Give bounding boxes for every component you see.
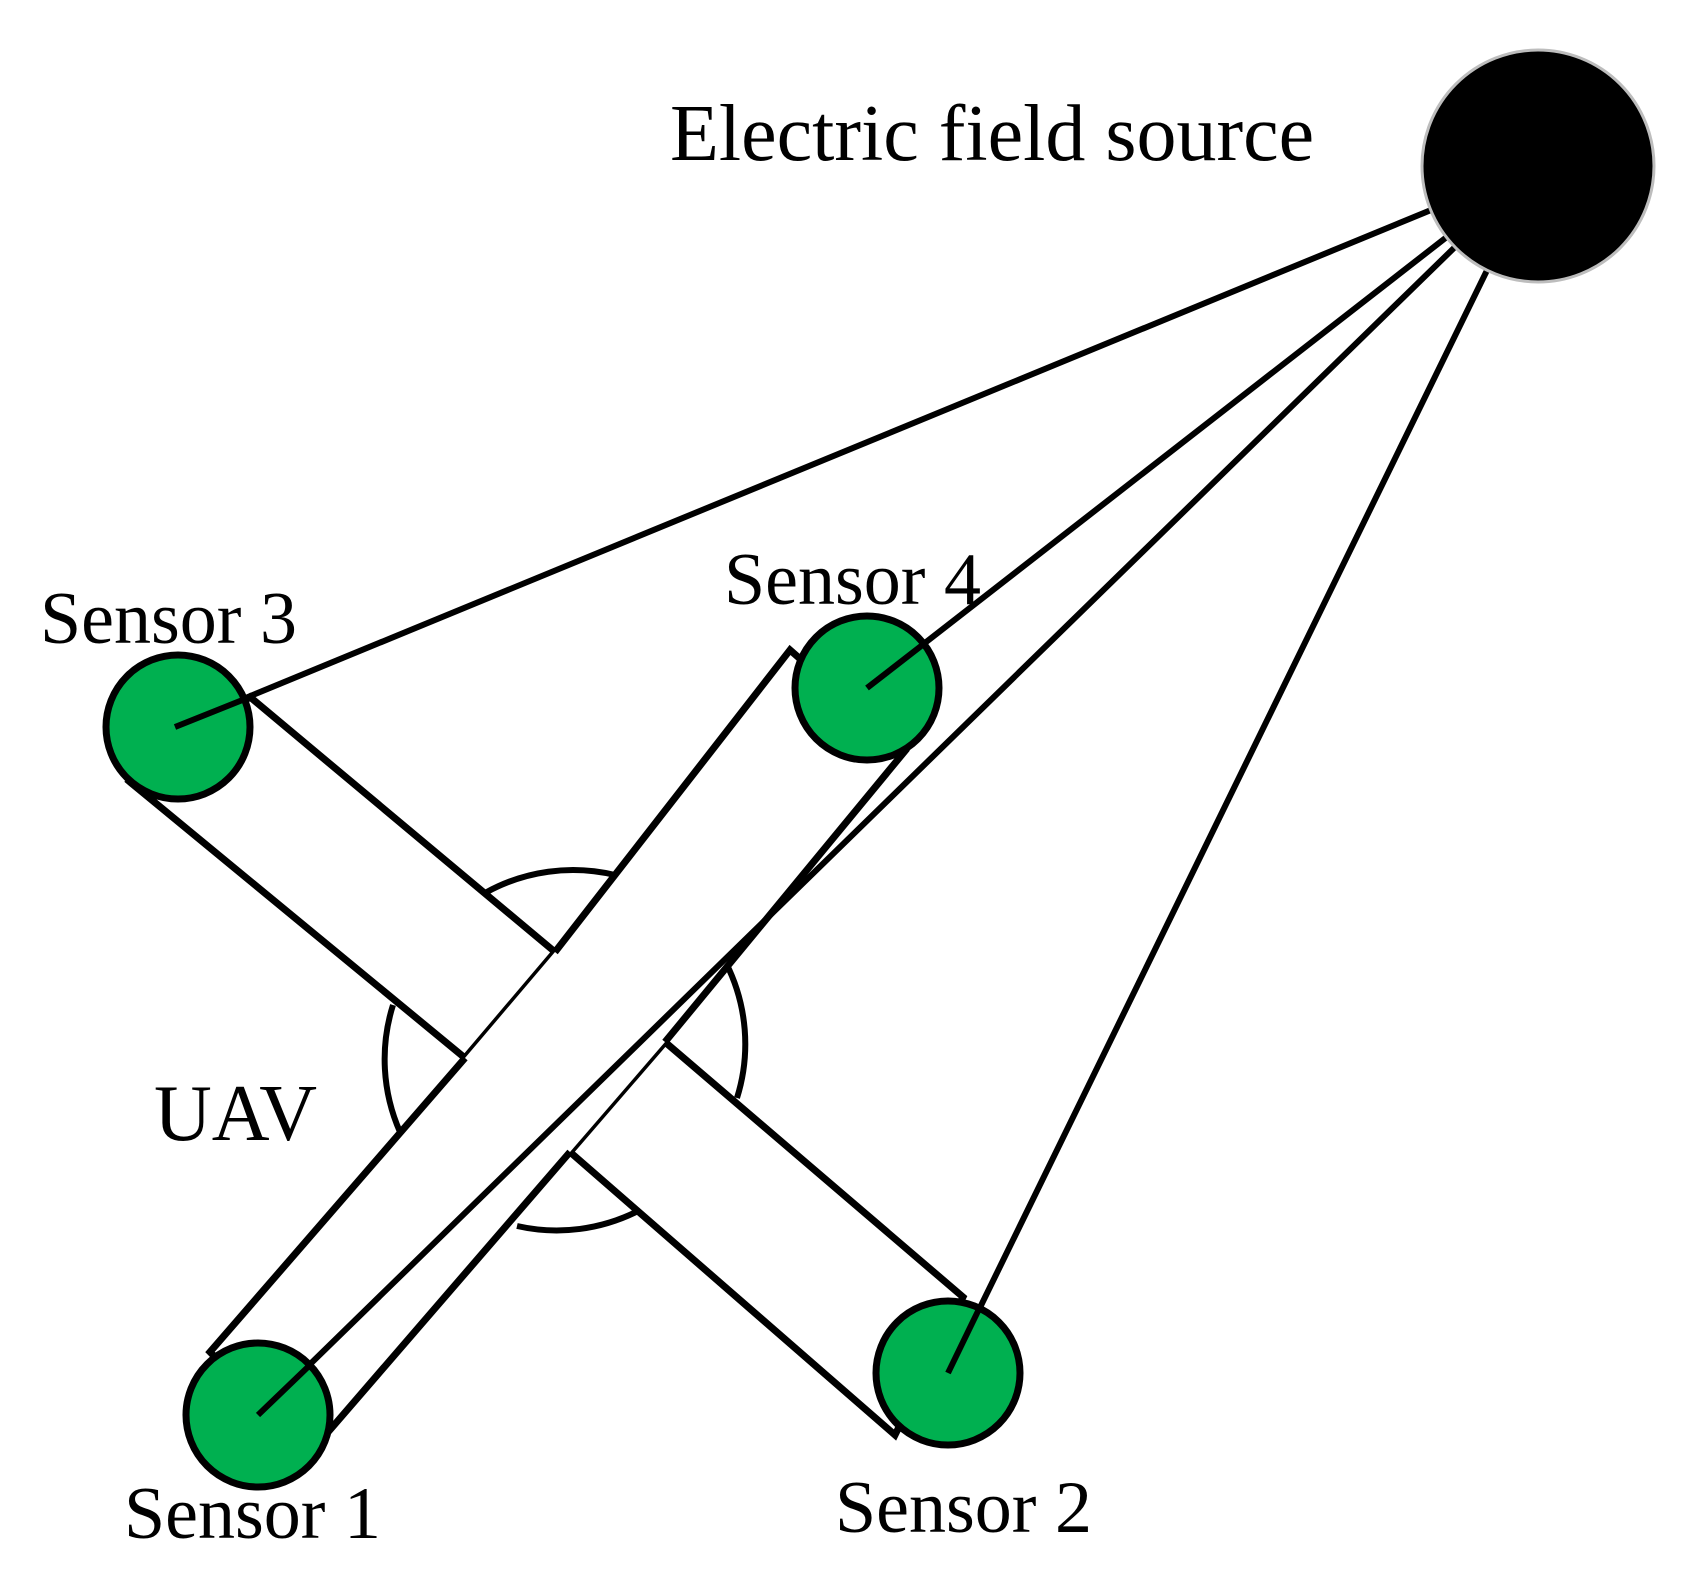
field-line-sensor1	[255, 163, 1541, 1418]
uav-body-arc-left	[381, 1004, 403, 1134]
sensor-4-label: Sensor 4	[724, 539, 981, 621]
electric-field-source-node	[1420, 48, 1656, 284]
sensor3-line-end	[173, 694, 252, 730]
sensor2-line-end	[945, 1305, 983, 1375]
sensor4-line-end	[865, 640, 927, 691]
sensor-2-label: Sensor 2	[835, 1467, 1092, 1549]
field-line-sensor3	[173, 163, 1540, 730]
electric-field-source-label: Electric field source	[670, 90, 1314, 178]
field-line-sensor2	[945, 164, 1541, 1375]
sensor1-line-end	[255, 1362, 313, 1418]
uav-body-arc-bottom	[516, 1207, 642, 1234]
sensor-3-label: Sensor 3	[40, 578, 297, 660]
uav-body-arc-top	[483, 867, 616, 896]
uav-arms	[124, 644, 968, 1459]
uav-body	[381, 867, 749, 1234]
field-line-sensor4	[865, 163, 1540, 691]
sensor-1-label: Sensor 1	[124, 1473, 381, 1555]
field-lines	[173, 163, 1541, 1418]
uav-label: UAV	[154, 1070, 317, 1158]
uav-hub	[465, 952, 665, 1152]
sensor-line-ends	[173, 640, 983, 1418]
uav-body-arc-right	[723, 961, 749, 1099]
